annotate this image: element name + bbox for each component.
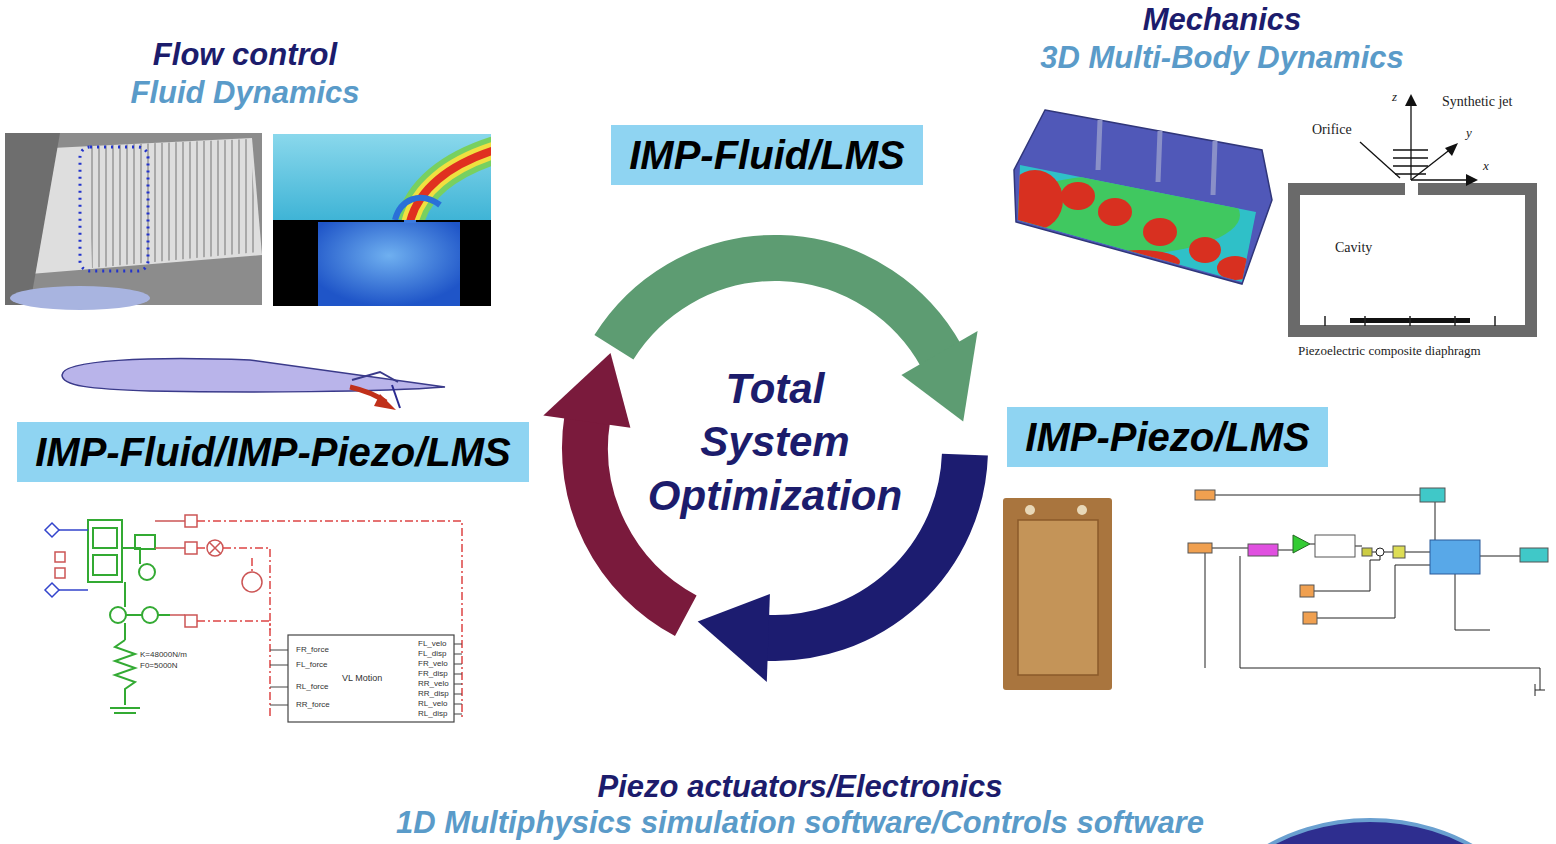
axis-label: x: [1483, 159, 1489, 174]
part-label: Piezoelectric composite diaphragm: [1298, 344, 1481, 359]
cycle-arrowhead: [698, 594, 770, 682]
signal-name: RR_disp: [418, 689, 449, 698]
parameter-value: K=48000N/m: [140, 650, 187, 659]
signal-name: RR_force: [296, 700, 330, 709]
signal-name: FL_force: [296, 660, 328, 669]
signal-name: FL_disp: [418, 649, 446, 658]
tool-box: IMP-Fluid/LMS: [611, 125, 923, 185]
signal-name: FR_velo: [418, 659, 448, 668]
signal-name: FL_velo: [418, 639, 446, 648]
wing-panel-model: [1000, 110, 1272, 290]
cycle-arc: [614, 258, 941, 356]
cycle-arrowhead: [901, 331, 977, 422]
center-title: Total System Optimization: [648, 362, 902, 522]
section-heading: Flow control: [153, 37, 337, 73]
tool-name: IMP-Fluid/IMP-Piezo/LMS: [35, 429, 511, 475]
part-label: Synthetic jet: [1442, 94, 1512, 110]
tool-name: IMP-Fluid/LMS: [629, 132, 905, 178]
tool-box: IMP-Fluid/IMP-Piezo/LMS: [17, 422, 529, 482]
axis-label: z: [1392, 90, 1397, 105]
vehicle-model-schematic: [45, 515, 462, 722]
decorative-disk: [1200, 820, 1540, 844]
section-subtitle: 1D Multiphysics simulation software/Cont…: [396, 805, 1204, 841]
signal-name: FR_disp: [418, 669, 448, 678]
part-label: Cavity: [1335, 240, 1372, 256]
cfd-jet-picture: [273, 134, 495, 306]
control-block-diagram: [1188, 488, 1548, 696]
axis-label: y: [1466, 126, 1472, 141]
block-name: VL Motion: [342, 673, 382, 683]
tool-box: IMP-Piezo/LMS: [1007, 407, 1328, 467]
signal-name: RR_velo: [418, 679, 449, 688]
cycle-arrows: [543, 258, 977, 682]
airfoil-drawing: [62, 359, 445, 410]
section-subtitle: 3D Multi-Body Dynamics: [1040, 40, 1403, 76]
piezo-actuator-photo: [1003, 498, 1112, 690]
synthetic-jet-diagram: [1288, 94, 1537, 337]
signal-name: RL_disp: [418, 709, 447, 718]
signal-name: RL_velo: [418, 699, 447, 708]
signal-name: RL_force: [296, 682, 328, 691]
signal-name: FR_force: [296, 645, 329, 654]
flow-control-photo: [5, 133, 262, 310]
section-subtitle: Fluid Dynamics: [130, 75, 359, 111]
parameter-value: F0=5000N: [140, 661, 178, 670]
section-heading: Piezo actuators/Electronics: [598, 769, 1003, 805]
cycle-arrowhead: [543, 353, 630, 428]
part-label: Orifice: [1312, 122, 1352, 138]
section-heading: Mechanics: [1143, 2, 1302, 38]
tool-name: IMP-Piezo/LMS: [1025, 414, 1310, 460]
